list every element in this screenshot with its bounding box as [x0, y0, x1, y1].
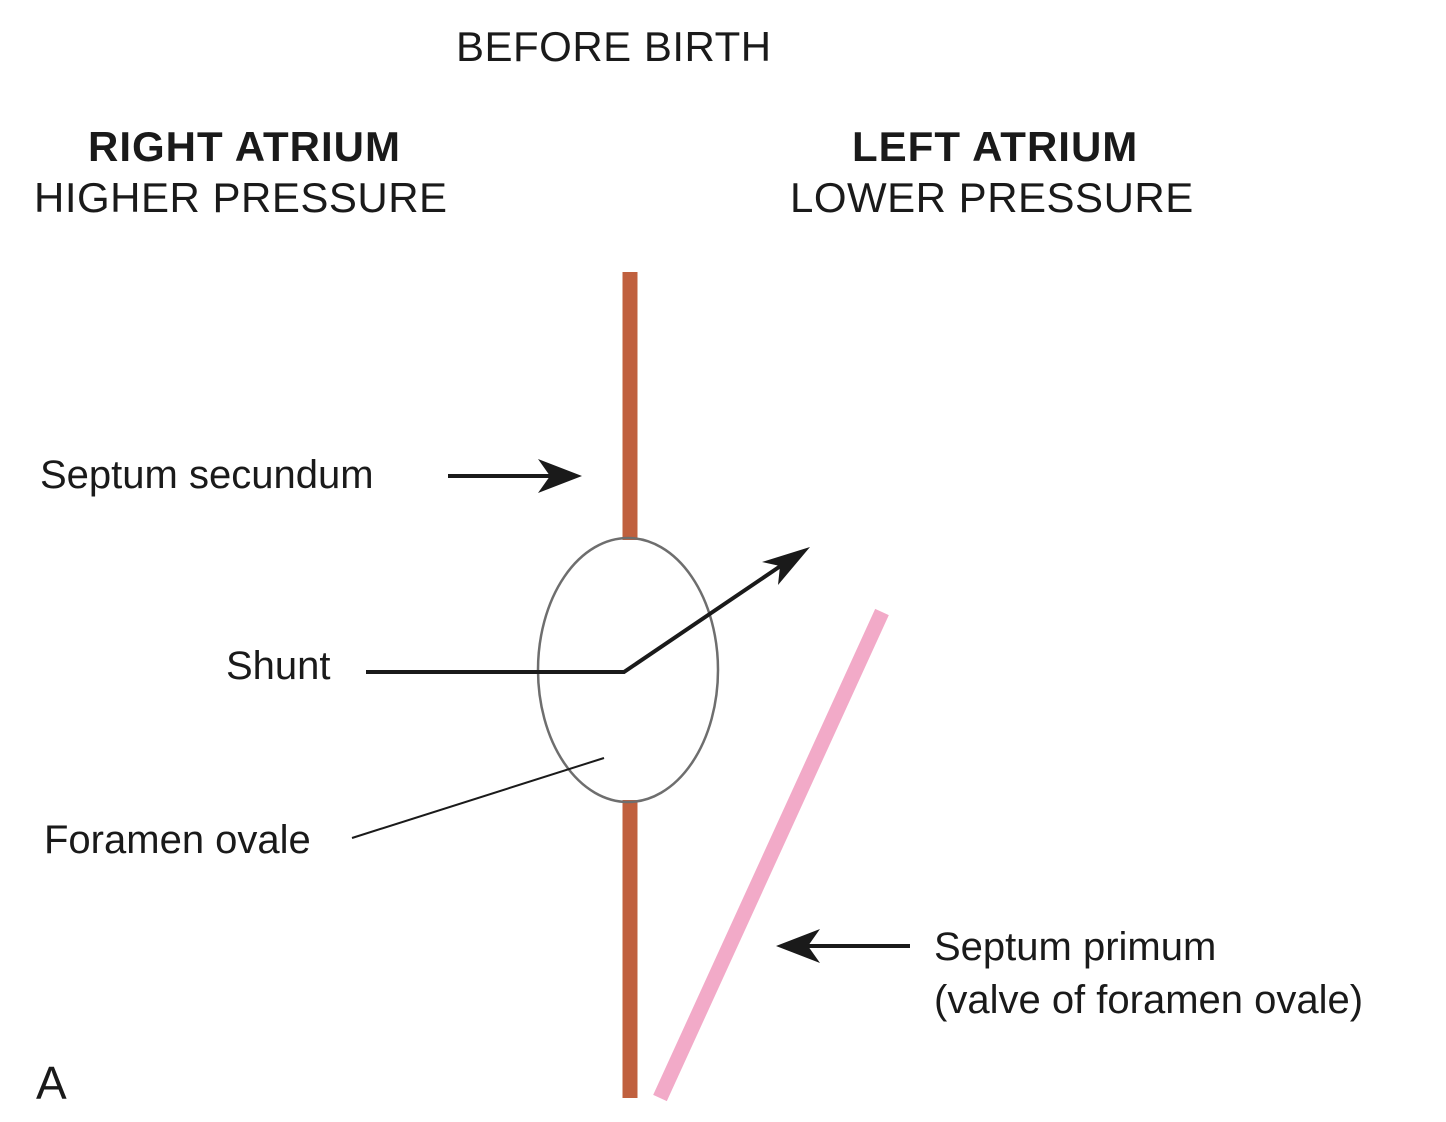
diagram-title: BEFORE BIRTH — [456, 23, 772, 70]
right-atrium-heading: RIGHT ATRIUM — [88, 123, 401, 170]
septum-primum-pointer-arrow — [776, 929, 910, 963]
septum-primum-flap — [653, 608, 889, 1102]
shunt-flow-arrow — [366, 547, 810, 674]
left-atrium-heading: LEFT ATRIUM — [852, 123, 1139, 170]
septum-secundum-label: Septum secundum — [40, 453, 374, 497]
foramen-ovale-leader-line — [351, 757, 605, 839]
foramen-ovale-label: Foramen ovale — [44, 818, 311, 862]
septum-primum-label: Septum primum — [934, 925, 1217, 969]
right-atrium-pressure: HIGHER PRESSURE — [34, 174, 448, 221]
septum-secundum-pointer-arrow — [448, 459, 582, 493]
septum-primum-sublabel: (valve of foramen ovale) — [934, 978, 1364, 1022]
panel-letter: A — [36, 1057, 67, 1109]
shunt-label: Shunt — [226, 644, 331, 688]
left-atrium-pressure: LOWER PRESSURE — [790, 174, 1194, 221]
